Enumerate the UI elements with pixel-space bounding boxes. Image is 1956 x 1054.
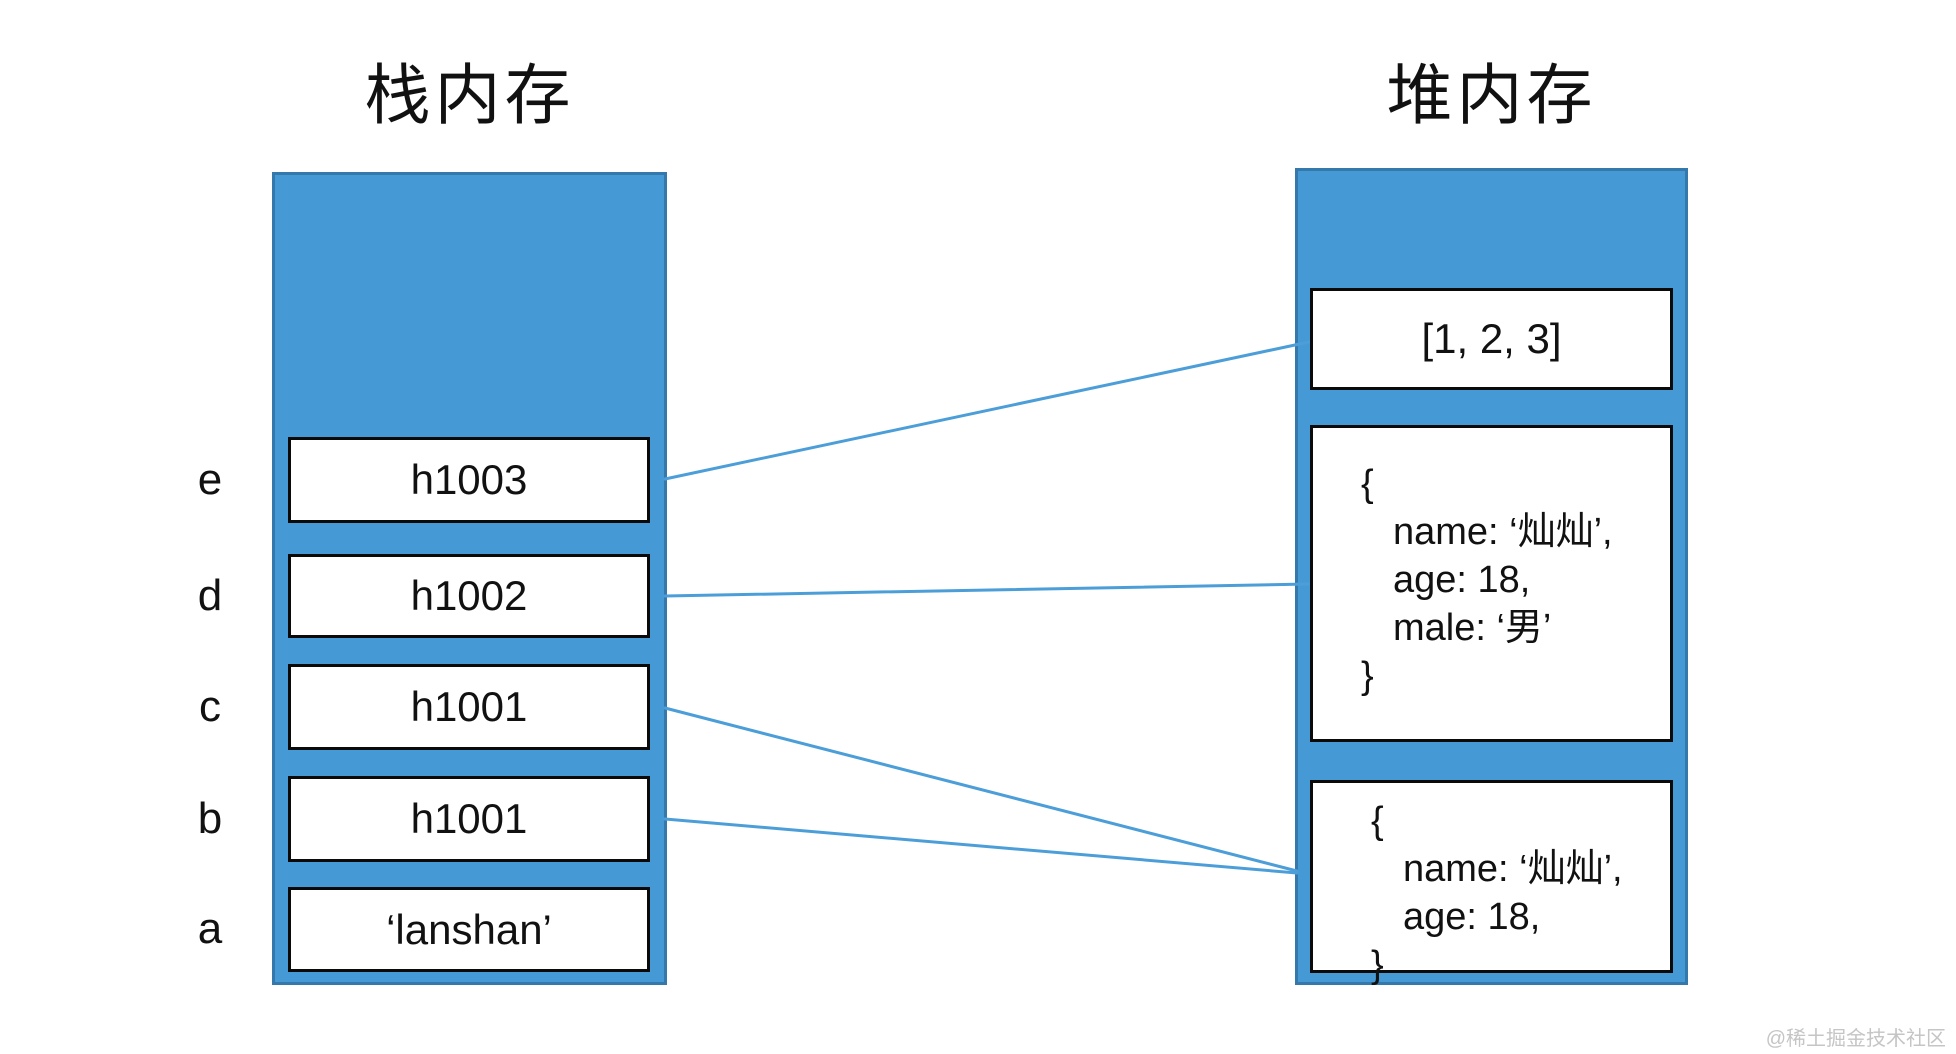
object2-close-brace: } [1371,944,1384,986]
object2-prop-name: name: ‘灿灿’, [1403,848,1623,890]
variable-label-c: c [199,682,221,731]
object2-prop-age: age: 18, [1403,896,1541,938]
object1-open-brace: { [1361,463,1374,505]
variable-label-e: e [197,455,223,504]
stack-slot-b: h1001 [288,776,650,862]
stack-slot-c: h1001 [288,664,650,750]
object1-close-brace: } [1361,655,1374,697]
heap-memory-title: 堆内存 [1386,60,1597,133]
object1-prop-name: name: ‘灿灿’, [1393,511,1613,553]
object1-prop-male: male: ‘男’ [1393,607,1552,649]
heap-object1-box: { name: ‘灿灿’, age: 18, male: ‘男’ } [1310,425,1673,742]
variable-label-d: d [197,571,223,620]
stack-slot-e: h1003 [288,437,650,523]
object2-open-brace: { [1371,800,1384,842]
stack-slot-a: ‘lanshan’ [288,887,650,972]
stack-slot-d: h1002 [288,554,650,638]
watermark: @稀土掘金技术社区 [1765,1028,1946,1050]
stack-memory-title: 栈内存 [364,60,575,133]
connector-e-to-array [663,340,1311,481]
heap-array-box: [1, 2, 3] [1310,288,1673,390]
object1-prop-age: age: 18, [1393,559,1531,601]
variable-label-a: a [197,904,223,953]
connector-d-to-object1 [663,582,1311,598]
heap-object2-box: { name: ‘灿灿’, age: 18, } [1310,780,1673,986]
connector-b-to-object2 [663,817,1299,875]
connector-c-to-object2 [663,706,1299,873]
variable-label-b: b [197,794,223,843]
